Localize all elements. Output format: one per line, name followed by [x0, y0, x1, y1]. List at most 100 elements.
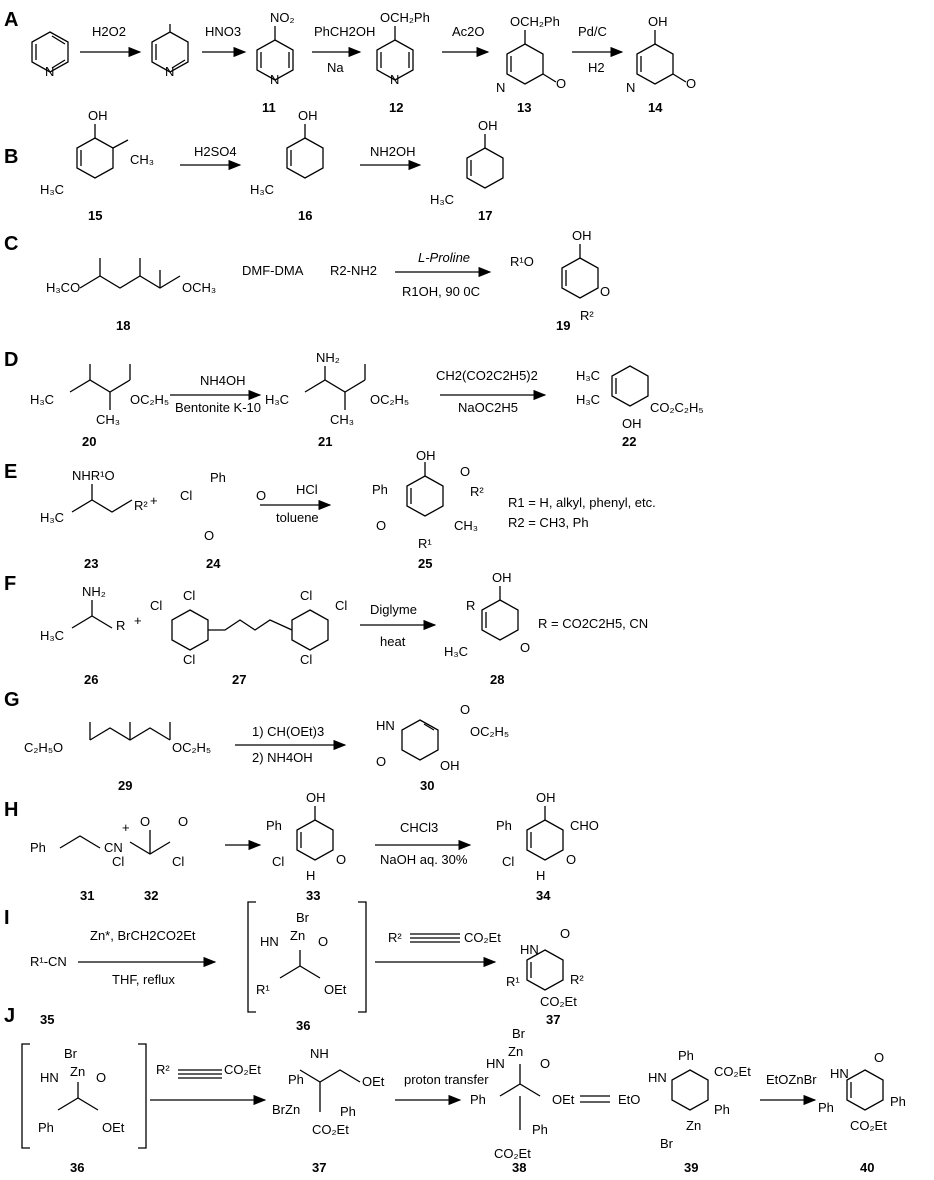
svg-text:OH: OH	[88, 108, 108, 123]
svg-text:Ph: Ph	[372, 482, 388, 497]
svg-text:C₂H₅O: C₂H₅O	[24, 740, 63, 755]
svg-text:O: O	[600, 284, 610, 299]
svg-text:H₃CO: H₃CO	[46, 280, 80, 295]
reagent-dmf-dma: DMF-DMA	[242, 263, 304, 278]
svg-text:O: O	[376, 518, 386, 533]
svg-text:R²: R²	[156, 1062, 170, 1077]
svg-text:HN: HN	[830, 1066, 849, 1081]
svg-text:O: O	[460, 702, 470, 717]
section-letter-f: F	[4, 573, 16, 595]
svg-text:R²: R²	[134, 498, 148, 513]
compound-label-14: 14	[648, 100, 663, 115]
compound-label-20: 20	[82, 434, 96, 449]
reagent-zn: Zn*, BrCH2CO2Et	[90, 928, 196, 943]
svg-text:OCH₃: OCH₃	[182, 280, 216, 295]
svg-text:OEt: OEt	[552, 1092, 575, 1107]
compound-label-31: 31	[80, 888, 94, 903]
svg-text:R¹: R¹	[506, 974, 520, 989]
svg-text:OH: OH	[572, 228, 592, 243]
svg-text:Ph: Ph	[532, 1122, 548, 1137]
svg-text:H: H	[306, 868, 315, 883]
svg-text:R¹: R¹	[418, 536, 432, 551]
svg-text:CO₂Et: CO₂Et	[464, 930, 501, 945]
svg-text:OH: OH	[492, 570, 512, 585]
compound-label-34: 34	[536, 888, 551, 903]
compound-label-40: 40	[860, 1160, 874, 1175]
svg-text:OCH₂Ph: OCH₂Ph	[380, 10, 430, 25]
svg-text:OCH₂Ph: OCH₂Ph	[510, 14, 560, 29]
svg-text:O: O	[140, 814, 150, 829]
svg-text:BrZn: BrZn	[272, 1102, 300, 1117]
compound-label-j36: 36	[70, 1160, 84, 1175]
svg-text:H₃C: H₃C	[40, 182, 64, 197]
svg-text:O: O	[566, 852, 576, 867]
svg-text:Ph: Ph	[38, 1120, 54, 1135]
reagent-nh4oh: NH4OH	[200, 373, 246, 388]
svg-text:OH: OH	[648, 14, 668, 29]
section-g	[89, 719, 439, 761]
svg-text:EtO: EtO	[618, 1092, 640, 1107]
svg-text:Cl: Cl	[300, 652, 312, 667]
svg-text:NH₂: NH₂	[316, 350, 340, 365]
svg-text:O: O	[204, 528, 214, 543]
reagent-toluene: toluene	[276, 510, 319, 525]
compound-label-12: 12	[389, 100, 403, 115]
svg-text:+: +	[150, 493, 158, 508]
section-g-text: C₂H₅O OC₂H₅ 1) CH(OEt)3 2) NH4OH HN O O …	[24, 702, 509, 793]
svg-text:Ph: Ph	[496, 818, 512, 833]
reagent-thf: THF, reflux	[112, 972, 175, 987]
reagent-ch-oet3: 1) CH(OEt)3	[252, 724, 324, 739]
svg-text:Zn: Zn	[290, 928, 305, 943]
note-r: R = CO2C2H5, CN	[538, 616, 648, 631]
section-i-text: R¹-CN Zn*, BrCH2CO2Et THF, reflux Br Zn …	[30, 910, 584, 1033]
svg-text:CHO: CHO	[570, 818, 599, 833]
reagent-nh4oh-g: 2) NH4OH	[252, 750, 313, 765]
compound-label-27: 27	[232, 672, 246, 687]
svg-text:Cl: Cl	[172, 854, 184, 869]
svg-text:H₃C: H₃C	[444, 644, 468, 659]
svg-text:Zn: Zn	[70, 1064, 85, 1079]
svg-text:Ph: Ph	[470, 1092, 486, 1107]
svg-text:CH₃: CH₃	[130, 152, 154, 167]
svg-text:Br: Br	[512, 1026, 526, 1041]
svg-text:OH: OH	[306, 790, 326, 805]
svg-text:H₃C: H₃C	[576, 368, 600, 383]
reagent-proton: proton transfer	[404, 1072, 489, 1087]
compound-label-21: 21	[318, 434, 332, 449]
reagent-h2so4: H2SO4	[194, 144, 237, 159]
section-j	[21, 1043, 884, 1149]
section-letter-j: J	[4, 1005, 15, 1027]
svg-text:+: +	[134, 613, 142, 628]
svg-text:CO₂Et: CO₂Et	[540, 994, 577, 1009]
svg-text:Ph: Ph	[266, 818, 282, 833]
reagent-h2o2: H2O2	[92, 24, 126, 39]
compound-label-30: 30	[420, 778, 434, 793]
svg-text:CH₃: CH₃	[330, 412, 354, 427]
reagent-phch2oh: PhCH2OH	[314, 24, 375, 39]
reagent-h2: H2	[588, 60, 605, 75]
section-letter-b: B	[4, 146, 18, 168]
section-b	[76, 124, 504, 189]
svg-text:Ph: Ph	[30, 840, 46, 855]
svg-text:OH: OH	[440, 758, 460, 773]
svg-text:OC₂H₅: OC₂H₅	[470, 724, 509, 739]
svg-text:O: O	[686, 76, 696, 91]
svg-text:R: R	[116, 618, 125, 633]
svg-text:CO₂Et: CO₂Et	[714, 1064, 751, 1079]
compound-label-38: 38	[512, 1160, 526, 1175]
svg-text:Zn: Zn	[508, 1044, 523, 1059]
svg-text:Cl: Cl	[183, 652, 195, 667]
reagent-naoc2h5: NaOC2H5	[458, 400, 518, 415]
svg-text:Ph: Ph	[890, 1094, 906, 1109]
pyridine-ring	[31, 31, 69, 73]
reagent-naoh: NaOH aq. 30%	[380, 852, 468, 867]
reagent-r2-nh2: R2-NH2	[330, 263, 377, 278]
svg-text:Br: Br	[660, 1136, 674, 1151]
svg-text:OC₂H₅: OC₂H₅	[370, 392, 409, 407]
svg-text:Cl: Cl	[180, 488, 192, 503]
compound-label-32: 32	[144, 888, 158, 903]
reagent-proline: L-Proline	[418, 250, 470, 265]
svg-text:N: N	[390, 72, 399, 87]
compound-label-24: 24	[206, 556, 221, 571]
